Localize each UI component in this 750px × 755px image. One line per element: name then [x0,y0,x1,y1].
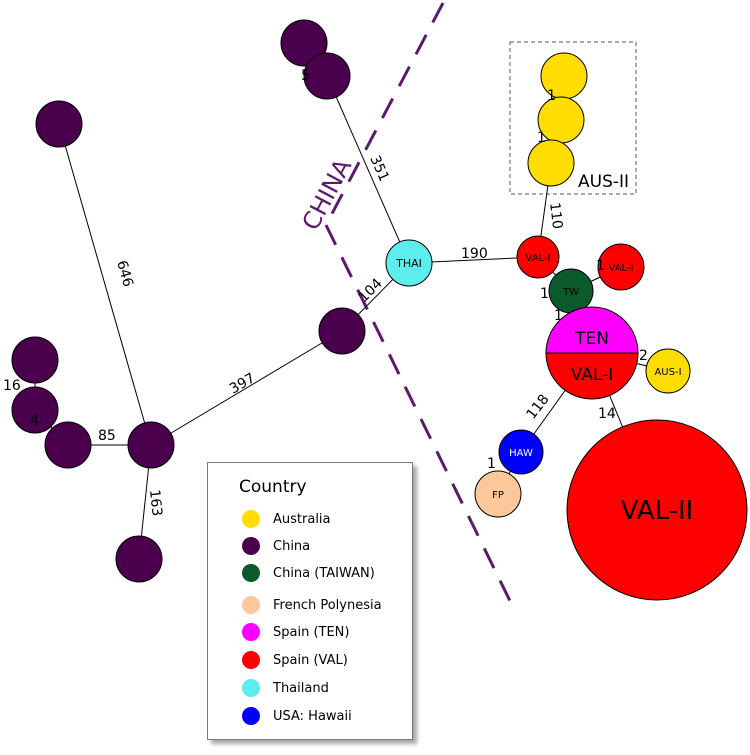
thai-node [385,239,433,287]
china-node [44,421,92,469]
edge-label: 85 [98,428,116,444]
tw-node-label: TW [562,287,579,298]
fp-label: FP [492,490,504,501]
val-i-small-label: VAL-I [609,263,634,274]
legend-item-label: Spain (TEN) [273,624,350,640]
edge-label: 1 [487,456,496,472]
china-node-hub [127,421,175,469]
legend-item-label: Spain (VAL) [273,652,348,668]
edge-label: 16 [3,378,21,394]
edge [326,75,410,264]
china-node [280,19,328,67]
val-i-hub-node [516,235,560,279]
edge [150,330,343,446]
china-region-label: CHINA [297,154,358,235]
legend-swatch [242,564,260,582]
edge-label: 2 [639,348,648,364]
legend-item-spain-ten: Spain (TEN) [242,622,349,642]
val-i-half [545,352,639,400]
haw-label: HAW [509,448,533,459]
val-i-main-label: VAL-I [571,365,614,385]
legend-swatch [242,510,260,528]
val-ii-label: VAL-II [621,496,694,526]
edge-label: 118 [524,392,553,423]
legend-item-spain-val: Spain (VAL) [242,650,348,670]
legend-item-australia: Australia [242,509,331,529]
edge-label: 1 [537,130,546,146]
australia-nodes [527,52,588,187]
aus-ii-label: AUS-II [578,172,629,192]
val-i-small-node [597,243,645,291]
ten-label: TEN [574,329,609,349]
edge-label: 190 [461,246,488,262]
legend-swatch [242,707,260,725]
region-divider-line [324,2,445,226]
fp-node [474,470,522,518]
legend: Country Australia China China (TAIWAN) F… [207,462,413,740]
edge-label: 110 [546,202,565,230]
edge-label: 14 [598,406,616,422]
legend-item-label: China (TAIWAN) [273,565,375,581]
china-nodes [11,19,366,583]
legend-item-label: Thailand [273,680,329,696]
legend-swatch [242,596,260,614]
legend-item-label: Australia [273,511,331,527]
china-node [11,336,59,384]
legend-item-china-taiwan: China (TAIWAN) [242,563,375,583]
china-node [303,52,351,100]
aus-ii-box [509,41,637,195]
china-node [318,307,366,355]
thai-node-label: THAI [395,257,422,270]
val-ii-node [566,419,748,601]
legend-item-usa-hawaii: USA: Hawaii [242,706,352,726]
edge-label: 163 [146,489,165,517]
haw-node [498,429,544,475]
aus-i-node [645,348,691,394]
edge-label: 646 [113,259,136,289]
china-node [35,100,83,148]
legend-item-label: French Polynesia [273,597,382,613]
edge-label: 1 [554,308,563,324]
legend-item-label: USA: Hawaii [273,708,352,724]
edge-label: 1 [547,88,556,104]
legend-title: Country [239,477,307,497]
edge-label: 351 [366,153,391,184]
edge-label: 5 [301,68,310,84]
legend-item-french-polynesia: French Polynesia [242,595,382,615]
legend-swatch [242,537,260,555]
legend-swatch [242,679,260,697]
ten-half [545,306,639,354]
legend-item-china: China [242,536,310,556]
legend-swatch [242,623,260,641]
edge [58,123,152,446]
legend-swatch [242,651,260,669]
edge-label: 4 [30,413,39,429]
edge-labels: 5 351 646 190 104 397 16 4 85 163 1 1 11… [3,68,648,517]
edge-label: 397 [227,370,258,397]
legend-item-thailand: Thailand [242,678,329,698]
edge-label: 1 [596,258,605,274]
edge-label: 104 [356,276,386,306]
legend-item-label: China [273,538,311,554]
aus-i-label: AUS-I [654,367,681,378]
china-node [115,535,163,583]
china-node [11,386,59,434]
australia-node [527,139,575,187]
val-i-hub-label: VAL-I [526,253,551,264]
edge-label: 1 [540,286,549,302]
